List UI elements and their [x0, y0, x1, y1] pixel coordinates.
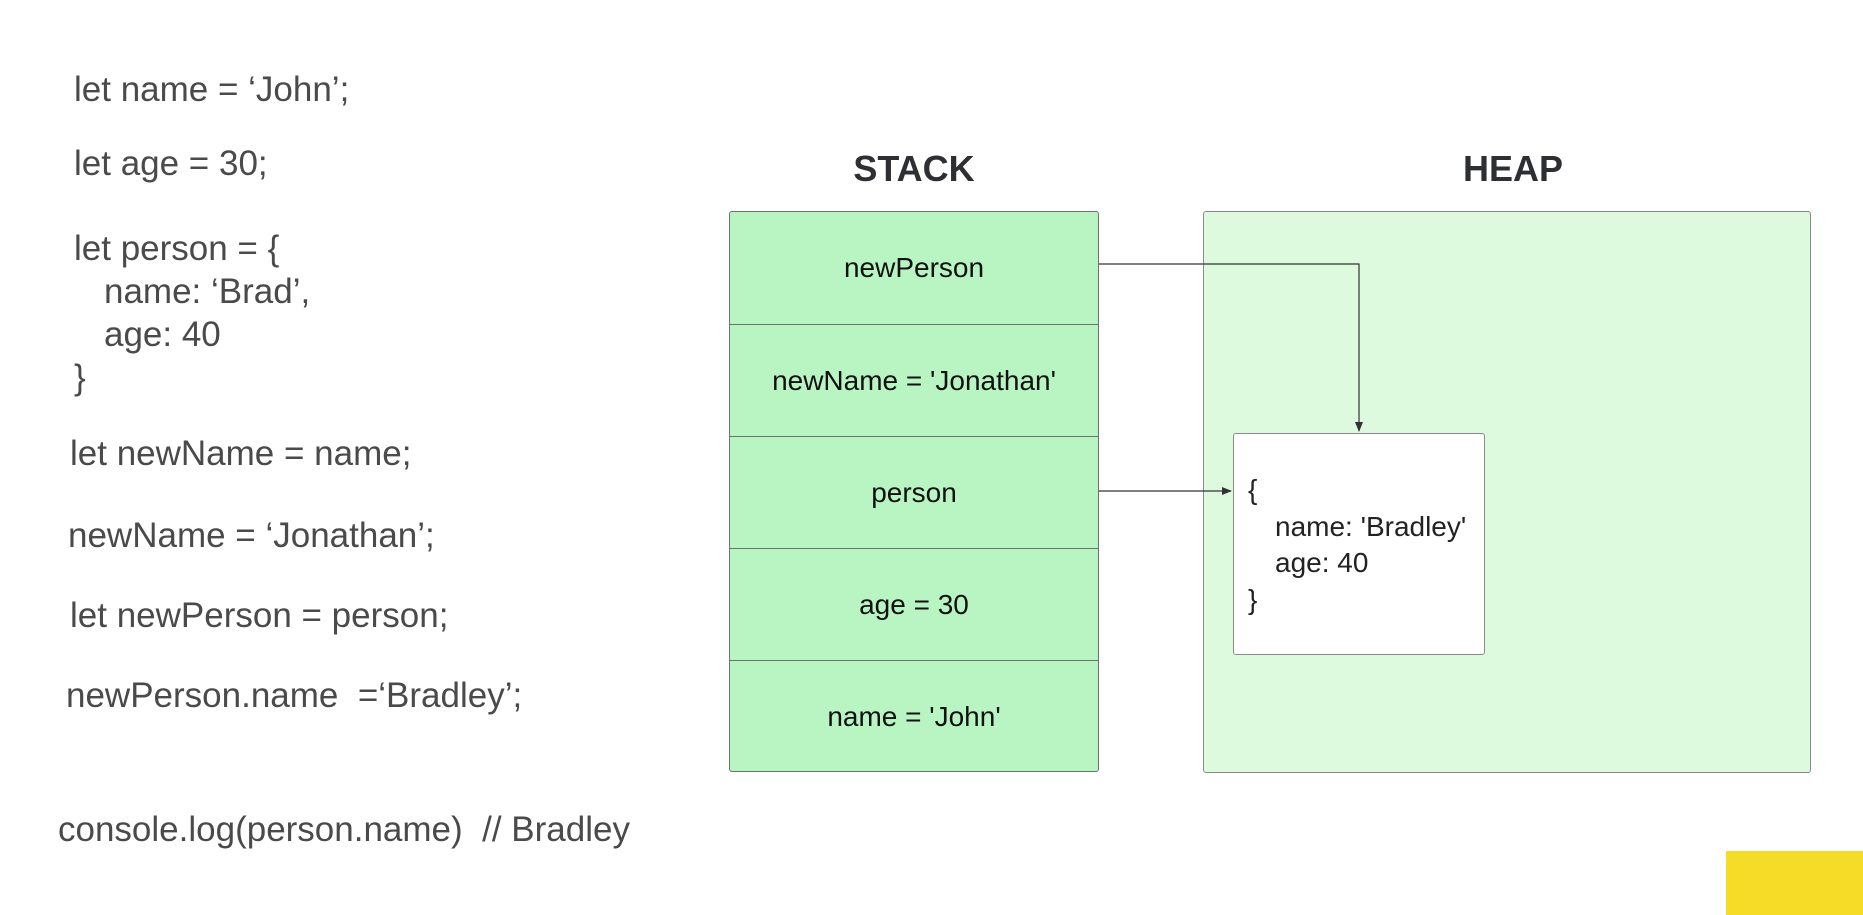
stack-cell-age: age = 30 [859, 589, 969, 620]
stack-divider [730, 660, 1098, 661]
code-line-let-name: let name = ‘John’; [74, 70, 350, 109]
newperson-reference-arrow [1099, 263, 1363, 432]
code-line-person-age: age: 40 [104, 315, 221, 354]
code-line-let-age: let age = 30; [74, 144, 268, 183]
heap-object-open-brace: { [1248, 474, 1258, 505]
stack-cell-person: person [871, 477, 957, 508]
stack-cell-newname: newName = 'Jonathan' [772, 365, 1056, 396]
heap-object-name-line: name: 'Bradley' [1275, 511, 1467, 542]
heap-title: HEAP [1462, 148, 1564, 189]
stack-cell-newperson: newPerson [843, 252, 985, 283]
code-line-newname-assign: newName = ‘Jonathan’; [68, 516, 435, 555]
code-line-console-log: console.log(person.name) // Bradley [58, 810, 630, 849]
heap-object-age-line: age: 40 [1275, 547, 1369, 578]
heap-object-person: { name: 'Bradley' age: 40 } [1233, 433, 1485, 655]
code-line-let-newperson: let newPerson = person; [70, 596, 449, 635]
stack-divider [730, 548, 1098, 549]
code-line-newperson-name-assign: newPerson.name =‘Bradley’; [66, 676, 523, 715]
code-line-let-newname: let newName = name; [70, 434, 412, 473]
code-line-let-person: let person = { [74, 229, 280, 268]
code-line-person-name: name: ‘Brad’, [104, 272, 311, 311]
stack-title: STACK [853, 148, 975, 189]
yellow-corner-block [1726, 851, 1863, 915]
stack-cell-name: name = 'John' [827, 701, 1001, 732]
stack-divider [730, 436, 1098, 437]
stack-divider [730, 324, 1098, 325]
code-line-close-brace: } [74, 358, 86, 397]
stack-container: newPerson newName = 'Jonathan' person ag… [729, 211, 1099, 772]
heap-object-close-brace: } [1248, 584, 1258, 615]
